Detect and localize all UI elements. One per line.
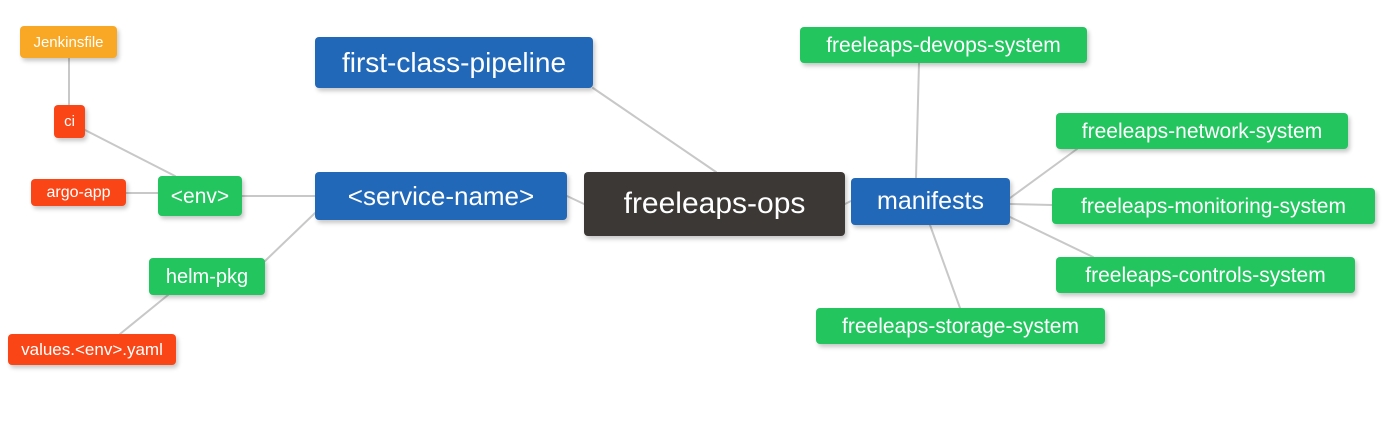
node-label-env: <env> — [170, 184, 230, 208]
node-label-freeleaps-devops-system: freeleaps-devops-system — [826, 33, 1061, 57]
node-freeleaps-devops-system[interactable]: freeleaps-devops-system — [800, 27, 1087, 63]
node-jenkinsfile[interactable]: Jenkinsfile — [20, 26, 117, 58]
edge-manifests-to-freeleaps-devops-system — [915, 62, 920, 179]
node-label-freeleaps-network-system: freeleaps-network-system — [1081, 119, 1323, 143]
node-label-root: freeleaps-ops — [623, 187, 806, 220]
node-label-ci: ci — [64, 113, 75, 130]
node-argo-app[interactable]: argo-app — [31, 179, 126, 206]
edge-service-name-to-helm-pkg — [264, 212, 316, 262]
edge-env-to-ci — [84, 129, 176, 177]
node-env[interactable]: <env> — [158, 176, 242, 216]
node-freeleaps-monitoring-system[interactable]: freeleaps-monitoring-system — [1052, 188, 1375, 224]
edge-root-to-manifests — [844, 200, 852, 205]
node-helm-pkg[interactable]: helm-pkg — [149, 258, 265, 295]
node-label-service-name: <service-name> — [347, 181, 535, 211]
node-freeleaps-storage-system[interactable]: freeleaps-storage-system — [816, 308, 1105, 344]
node-label-first-class-pipeline: first-class-pipeline — [341, 46, 567, 78]
node-ci[interactable]: ci — [54, 105, 85, 138]
node-label-manifests: manifests — [877, 187, 984, 215]
node-first-class-pipeline[interactable]: first-class-pipeline — [315, 37, 593, 88]
node-service-name[interactable]: <service-name> — [315, 172, 567, 220]
edge-root-to-first-class-pipeline — [592, 87, 717, 173]
node-label-freeleaps-storage-system: freeleaps-storage-system — [842, 314, 1079, 338]
node-label-values-yaml: values.<env>.yaml — [21, 340, 163, 359]
edge-root-to-service-name — [566, 195, 585, 205]
node-label-jenkinsfile: Jenkinsfile — [33, 33, 104, 51]
node-label-helm-pkg: helm-pkg — [165, 265, 249, 288]
edge-manifests-to-freeleaps-controls-system — [1009, 216, 1094, 258]
node-label-freeleaps-controls-system: freeleaps-controls-system — [1085, 263, 1326, 287]
node-freeleaps-network-system[interactable]: freeleaps-network-system — [1056, 113, 1348, 149]
node-manifests[interactable]: manifests — [851, 178, 1010, 225]
node-values-yaml[interactable]: values.<env>.yaml — [8, 334, 176, 365]
edge-manifests-to-freeleaps-storage-system — [929, 224, 961, 309]
node-freeleaps-controls-system[interactable]: freeleaps-controls-system — [1056, 257, 1355, 293]
node-label-freeleaps-monitoring-system: freeleaps-monitoring-system — [1081, 194, 1346, 218]
edge-manifests-to-freeleaps-network-system — [1009, 148, 1078, 199]
edge-helm-pkg-to-values-yaml — [119, 294, 169, 335]
node-root[interactable]: freeleaps-ops — [584, 172, 845, 236]
edge-manifests-to-freeleaps-monitoring-system — [1009, 203, 1053, 206]
node-label-argo-app: argo-app — [46, 183, 111, 201]
